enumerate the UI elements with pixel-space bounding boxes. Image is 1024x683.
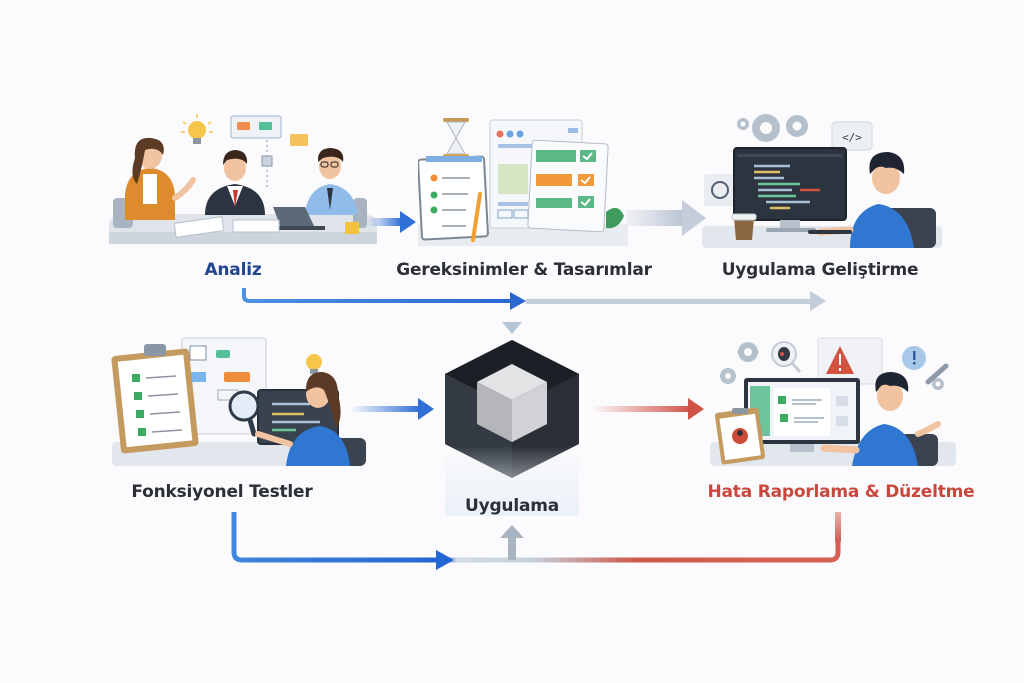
approved-tasks-card	[527, 139, 609, 233]
lightbulb-icon	[306, 354, 322, 374]
bug-search-icon	[771, 341, 802, 373]
person-developer	[820, 372, 941, 466]
uygulama-cube	[441, 336, 583, 516]
wrench-icon	[925, 363, 949, 385]
computer-monitor-icon	[744, 378, 860, 452]
stage-hata-illustration	[706, 330, 962, 468]
requirements-documents-illustration	[418, 118, 628, 246]
bug-badge-icon	[704, 174, 736, 206]
laptop-icon	[265, 207, 325, 230]
flow-connector-bottom	[226, 510, 848, 574]
stage-gereksinimler-illustration	[418, 112, 633, 252]
arrow-analiz-to-gereksinimler	[368, 207, 418, 237]
code-bubble-icon: </>	[831, 121, 873, 151]
hourglass-icon	[443, 118, 469, 158]
arrowhead-up-neutral	[500, 525, 524, 538]
flowchart-board-icon	[230, 115, 308, 188]
bug-fixing-illustration	[710, 337, 956, 466]
stage-label-analiz: Analiz	[204, 260, 262, 280]
person-man-suit	[205, 150, 265, 215]
stage-label-hata: Hata Raporlama & Düzeltme	[707, 482, 975, 502]
arrowhead-blue	[436, 550, 454, 570]
person-woman-tester	[255, 372, 366, 466]
alert-bubble-icon	[902, 346, 926, 370]
person-woman	[125, 137, 196, 220]
stage-gelistirme-illustration: </>	[700, 108, 950, 250]
stage-label-gereksinimler: Gereksinimler & Tasarımlar	[396, 260, 652, 280]
flow-connector-top	[238, 286, 838, 316]
team-meeting-illustration	[109, 114, 377, 244]
svg-text:</>: </>	[842, 131, 862, 144]
person-developer	[808, 152, 936, 248]
stage-label-testler: Fonksiyonel Testler	[131, 482, 313, 502]
checklist-notepad-icon	[418, 155, 489, 242]
stage-label-gelistirme: Uygulama Geliştirme	[721, 260, 919, 280]
arrowhead-blue	[510, 292, 526, 310]
arrow-uygulama-to-hata	[592, 396, 708, 422]
arrow-gereksinimler-to-gelistirme	[626, 200, 708, 236]
person-man-glasses	[305, 148, 357, 215]
tester-magnifier-illustration	[111, 337, 366, 466]
warning-panel-icon	[817, 337, 883, 385]
arrowhead-neutral	[810, 291, 826, 311]
coffee-cup-icon	[731, 213, 757, 240]
stage-analiz-illustration	[105, 110, 380, 250]
developer-coding-illustration: </>	[702, 114, 942, 248]
gear-icons	[737, 114, 808, 142]
gear-icons	[720, 342, 944, 390]
bug-report-clipboard-icon	[714, 407, 766, 465]
computer-monitor-icon	[733, 147, 847, 232]
arrow-down-to-uygulama	[502, 322, 522, 336]
arrow-testler-to-uygulama	[350, 396, 436, 422]
stage-label-uygulama: Uygulama	[464, 496, 560, 516]
application-cube-icon	[445, 340, 579, 516]
lightbulb-icon	[181, 114, 213, 144]
magnifying-glass-icon	[228, 390, 260, 437]
test-checklist-clipboard-icon	[111, 344, 199, 454]
stage-testler-illustration	[110, 334, 370, 468]
